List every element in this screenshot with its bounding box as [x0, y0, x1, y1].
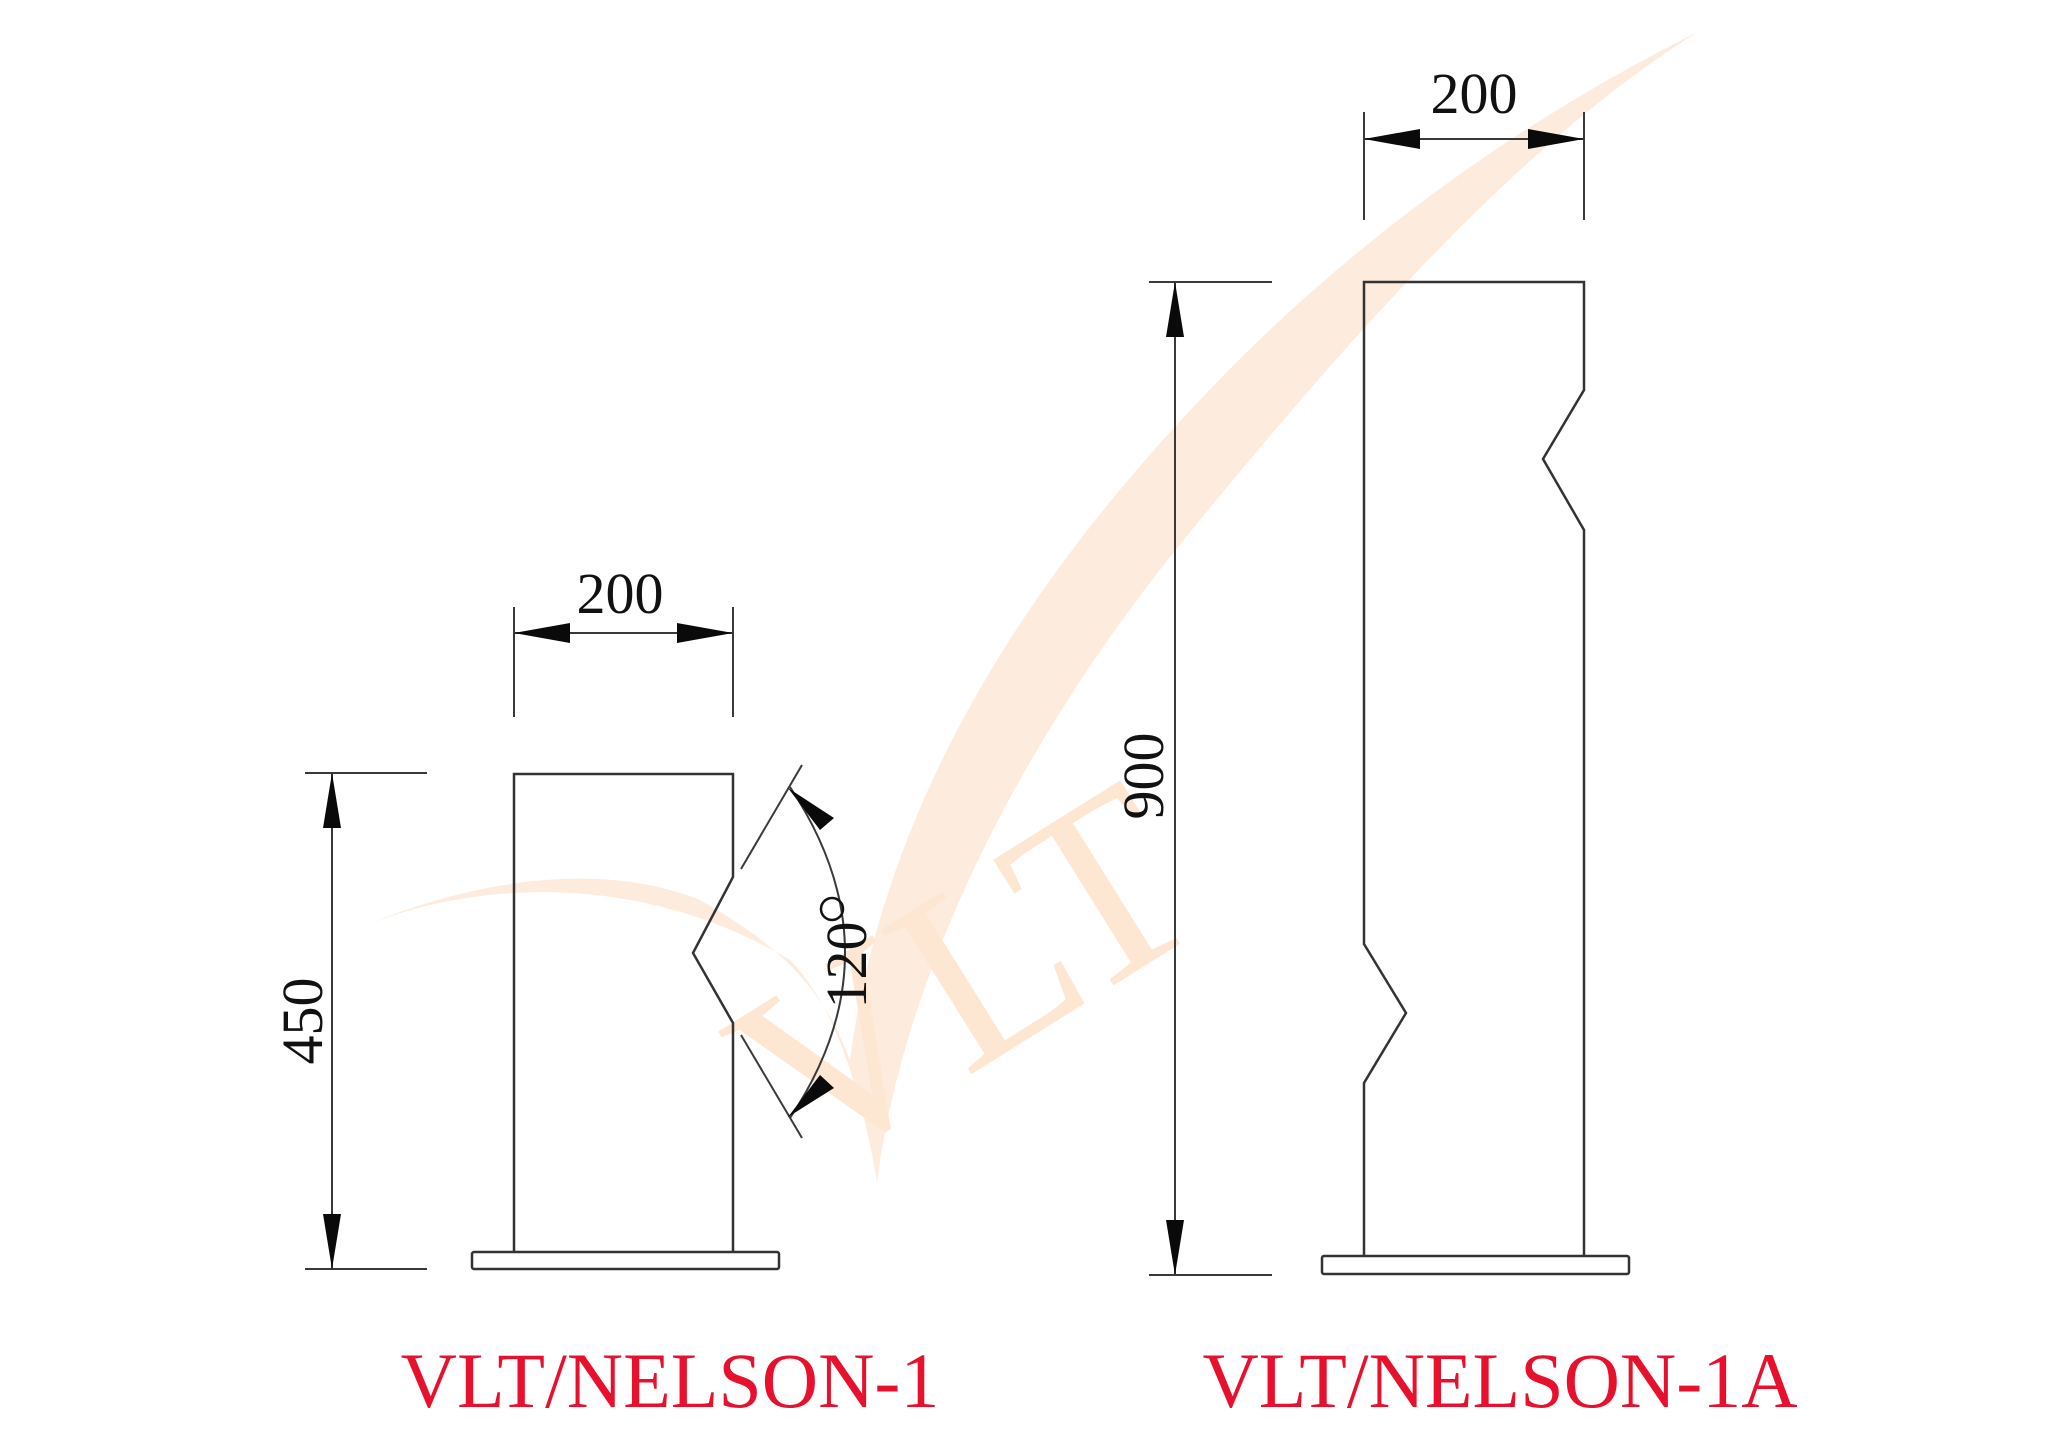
width-dimension: 200 [513, 561, 734, 717]
post-outline [1362, 280, 1586, 1256]
width-dimension: 200 [1363, 61, 1585, 220]
angle-dimension: 120 [740, 764, 879, 1139]
arrow-right-icon [1528, 129, 1584, 149]
base-plate [470, 1250, 781, 1271]
height-dimension-value: 900 [1111, 733, 1176, 820]
base-plate [1320, 1254, 1631, 1276]
height-dimension: 450 [270, 772, 427, 1270]
arrow-down-icon [323, 1214, 341, 1269]
angle-dimension-value: 120 [814, 922, 879, 1009]
post-outline [512, 772, 735, 1252]
arrow-right-icon [677, 623, 733, 643]
arrow-left-icon [1364, 129, 1420, 149]
arrow-angle-top-icon [788, 788, 834, 830]
post-nelson-1: 200 450 120 VLT/NELSON-1 [270, 561, 939, 1424]
arrow-angle-bottom-icon [788, 1075, 834, 1117]
post-label: VLT/NELSON-1 [401, 1337, 940, 1424]
degree-icon [819, 896, 845, 922]
arrow-up-icon [1166, 282, 1184, 337]
post-nelson-1a: 200 900 VLT/NELSON-1A [1111, 61, 1798, 1424]
height-dimension-value: 450 [270, 978, 335, 1065]
post-label: VLT/NELSON-1A [1202, 1337, 1797, 1424]
width-dimension-value: 200 [577, 561, 664, 626]
width-dimension-value: 200 [1431, 61, 1518, 126]
arrow-down-icon [1166, 1220, 1184, 1275]
arrow-left-icon [514, 623, 570, 643]
height-dimension: 900 [1111, 281, 1272, 1276]
arrow-up-icon [323, 773, 341, 828]
